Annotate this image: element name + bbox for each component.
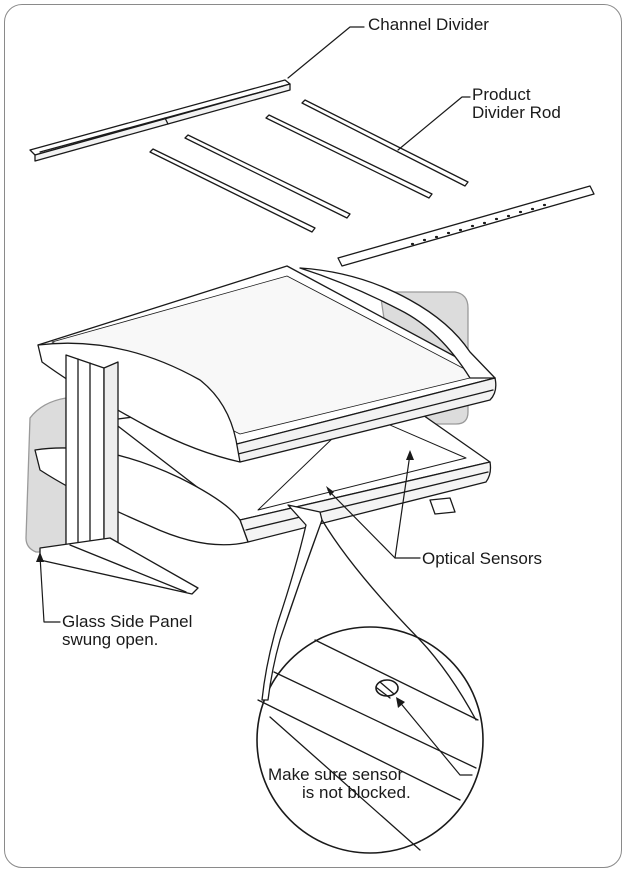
front-sensor-strip	[337, 185, 595, 267]
product-divider-rod-label: Product Divider Rod	[472, 85, 561, 122]
product-divider-rods	[149, 99, 469, 233]
channel-divider-label: Channel Divider	[368, 15, 489, 34]
frame-uprights	[39, 354, 456, 595]
make-sure-sensor-label: Make sure sensor is not blocked.	[268, 765, 411, 802]
magnifier-callout	[261, 504, 323, 701]
channel-divider	[29, 79, 291, 162]
optical-sensors-label: Optical Sensors	[422, 549, 542, 568]
magnifier-detail	[256, 626, 484, 854]
leader-lines	[39, 26, 473, 776]
glass-side-panel-label: Glass Side Panel swung open.	[62, 612, 193, 649]
